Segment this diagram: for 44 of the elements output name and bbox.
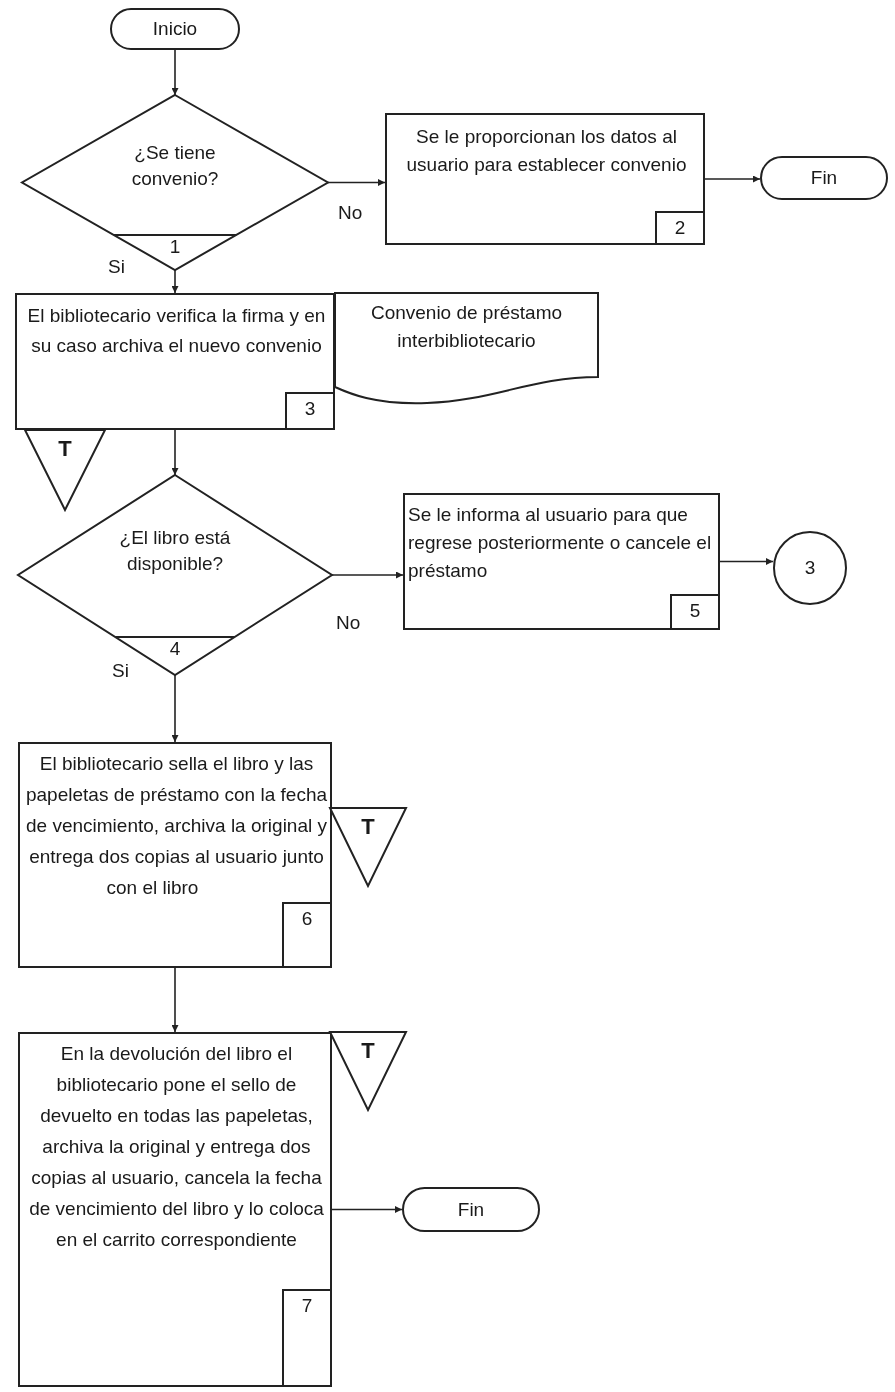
arrow [171, 269, 179, 294]
node-label: Fin [457, 1198, 485, 1221]
step-number: 2 [655, 211, 703, 243]
archive-letter: T [360, 1038, 376, 1064]
archive-triangle [330, 1032, 406, 1110]
step-number: 5 [670, 594, 718, 628]
process-box [403, 493, 720, 630]
decision-text: ¿El libro está disponible? [118, 526, 232, 576]
process-text: Se le proporcionan los datos al usuario para establecer convenio [406, 126, 687, 175]
archive-triangle [25, 430, 105, 510]
step-number: 6 [282, 902, 330, 966]
process-text: En la devolución del libro el bibliotecario pone el sello de devuelto en todas las papeletas, archiva la original y entrega dos copias al usuario, cancela la fecha de vencimiento del libro y lo coloca en el carrito correspondiente [29, 1043, 324, 1250]
archive-letter: T [360, 814, 376, 840]
arrow [327, 179, 386, 186]
terminal-shape [110, 8, 240, 50]
process-box [385, 113, 705, 245]
process-text: Se le informa al usuario para que regrese posteriormente o cancele el préstamo [408, 504, 712, 581]
node-label: Fin [810, 167, 838, 189]
step-number: 7 [282, 1289, 330, 1385]
arrow [719, 558, 774, 565]
process-text: El bibliotecario verifica la firma y en su caso archiva el nuevo convenio [27, 305, 326, 356]
node-label: Inicio [152, 18, 198, 40]
terminal-shape [402, 1187, 540, 1232]
arrow [331, 1206, 403, 1213]
arrow [331, 571, 404, 579]
step-number: 1 [168, 236, 182, 258]
arrow [171, 49, 179, 96]
arrow [171, 967, 179, 1033]
document-text: Convenio de préstamo interbibliotecario [369, 301, 564, 353]
decision-diamond [18, 475, 332, 675]
step-number: 3 [285, 392, 333, 428]
process-box [18, 1032, 332, 1387]
arrow [704, 175, 761, 183]
process-text: El bibliotecario sella el libro y las papeletas de préstamo con la fecha de vencimiento, archiva la original y entrega dos copias al usuario junto con el libro [26, 753, 327, 898]
archive-letter: T [57, 436, 73, 462]
document-shape [335, 293, 598, 405]
archive-triangle [330, 808, 406, 886]
arrow [171, 429, 179, 476]
process-box [18, 742, 332, 968]
decision-text: ¿Se tiene convenio? [130, 141, 220, 191]
terminal-shape [760, 156, 888, 200]
arrow [171, 674, 179, 743]
node-label: 3 [804, 557, 816, 579]
step-number: 4 [168, 638, 182, 660]
